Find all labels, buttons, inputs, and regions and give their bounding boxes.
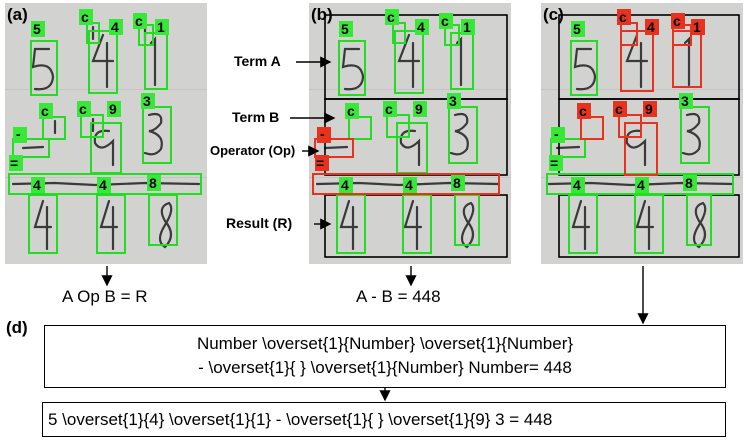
det-label: c [135, 13, 143, 29]
det-label: - [16, 126, 21, 142]
det-box [42, 116, 66, 140]
formula-b: A - B = 448 [356, 287, 441, 306]
det-label: 1 [157, 19, 165, 35]
svg-text:c: c [385, 101, 393, 117]
svg-text:9: 9 [645, 101, 653, 117]
panel-c: 5 c 4 c 1 c c 9 3 - = 4 4 8 (c) [541, 3, 743, 264]
panel-a: 5 c 4 c 1 c c 9 3 - = 4 4 8 (a) [5, 3, 207, 264]
svg-text:4: 4 [647, 19, 655, 35]
digit-3 [143, 112, 163, 156]
template-box: Number \overset{1}{Number} \overset{1}{N… [44, 325, 726, 388]
panel-label-b: (b) [311, 5, 333, 24]
det-label: = [10, 155, 18, 171]
svg-text:3: 3 [449, 93, 457, 109]
det-box [88, 30, 118, 94]
svg-text:8: 8 [685, 175, 693, 191]
svg-text:4: 4 [573, 177, 581, 193]
digit-9 [93, 129, 115, 167]
red-box [618, 114, 642, 138]
result-bar-box [312, 173, 500, 195]
svg-text:9: 9 [415, 101, 423, 117]
svg-text:1: 1 [693, 19, 701, 35]
det-label: 4 [33, 177, 41, 193]
digit-9 [399, 129, 421, 167]
minus-sign [21, 145, 45, 150]
digit-3 [449, 112, 469, 156]
formula-a: A Op B = R [62, 287, 148, 306]
paper-line [309, 89, 511, 90]
det-label: 3 [143, 93, 151, 109]
det-box [30, 40, 58, 96]
svg-text:c: c [673, 13, 681, 29]
det-label: 8 [149, 175, 157, 191]
svg-text:c: c [387, 9, 395, 25]
svg-text:c: c [441, 13, 449, 29]
det-label: c [81, 9, 89, 25]
svg-text:1: 1 [463, 19, 471, 35]
red-box [672, 30, 702, 88]
svg-text:4: 4 [341, 177, 349, 193]
det-box [148, 194, 178, 246]
digit-4c [403, 199, 423, 251]
paper-line [541, 89, 743, 90]
digit-5 [31, 47, 55, 91]
svg-text:c: c [579, 103, 587, 119]
minus-sign [323, 145, 349, 150]
svg-text:5: 5 [341, 21, 349, 37]
svg-text:5: 5 [573, 21, 581, 37]
det-label: c [79, 101, 87, 117]
digit-4b [339, 199, 359, 251]
digit-5 [341, 47, 365, 91]
template-line-1: Number \overset{1}{Number} \overset{1}{N… [196, 334, 574, 353]
svg-text:c: c [615, 101, 623, 117]
svg-text:3: 3 [681, 93, 689, 109]
det-label: 9 [109, 101, 117, 117]
final-box: 5 \overset{1}{4} \overset{1}{1} - \overs… [42, 402, 726, 437]
det-label: c [41, 103, 49, 119]
svg-text:-: - [320, 126, 325, 142]
svg-text:4: 4 [405, 177, 413, 193]
det-box [96, 194, 126, 254]
panel-a-drawing: 5 c 4 c 1 c c 9 3 - = 4 4 8 [8, 9, 202, 254]
panel-b: 5 c 4 c 1 c c 9 3 - = 4 4 8 (b) [309, 3, 511, 264]
det-box [142, 106, 172, 164]
final-expression: 5 \overset{1}{4} \overset{1}{1} - \overs… [48, 410, 553, 429]
digit-4c [99, 199, 119, 251]
panel-label-d: (d) [6, 318, 28, 337]
panel-c-drawing: 5 c 4 c 1 c c 9 3 - = 4 4 8 [546, 9, 740, 258]
svg-text:=: = [550, 155, 558, 171]
digit-8 [460, 201, 475, 249]
label-term-b: Term B [232, 109, 280, 125]
svg-text:c: c [619, 9, 627, 25]
svg-text:-: - [554, 126, 559, 142]
svg-text:=: = [316, 155, 324, 171]
det-label: 5 [33, 21, 41, 37]
det-box [12, 138, 50, 158]
det-label: 4 [111, 19, 119, 35]
red-box [580, 116, 604, 140]
svg-text:c: c [347, 103, 355, 119]
template-line-2: - \overset{1}{ } \overset{1}{Number} Num… [198, 358, 572, 377]
label-result: Result (R) [226, 215, 293, 231]
digit-8 [158, 201, 173, 249]
det-label: 4 [99, 177, 107, 193]
panel-label-a: (a) [7, 5, 28, 24]
label-term-a: Term A [234, 53, 281, 69]
svg-text:4: 4 [417, 19, 425, 35]
svg-text:4: 4 [637, 177, 645, 193]
panel-label-c: (c) [543, 5, 564, 24]
digit-4b [33, 199, 53, 251]
det-box [28, 194, 58, 254]
red-box [624, 122, 658, 176]
label-operator: Operator (Op) [210, 143, 296, 158]
svg-text:8: 8 [453, 175, 461, 191]
paper-line [5, 89, 207, 90]
panel-b-drawing: 5 c 4 c 1 c c 9 3 - = 4 4 8 [312, 9, 508, 258]
